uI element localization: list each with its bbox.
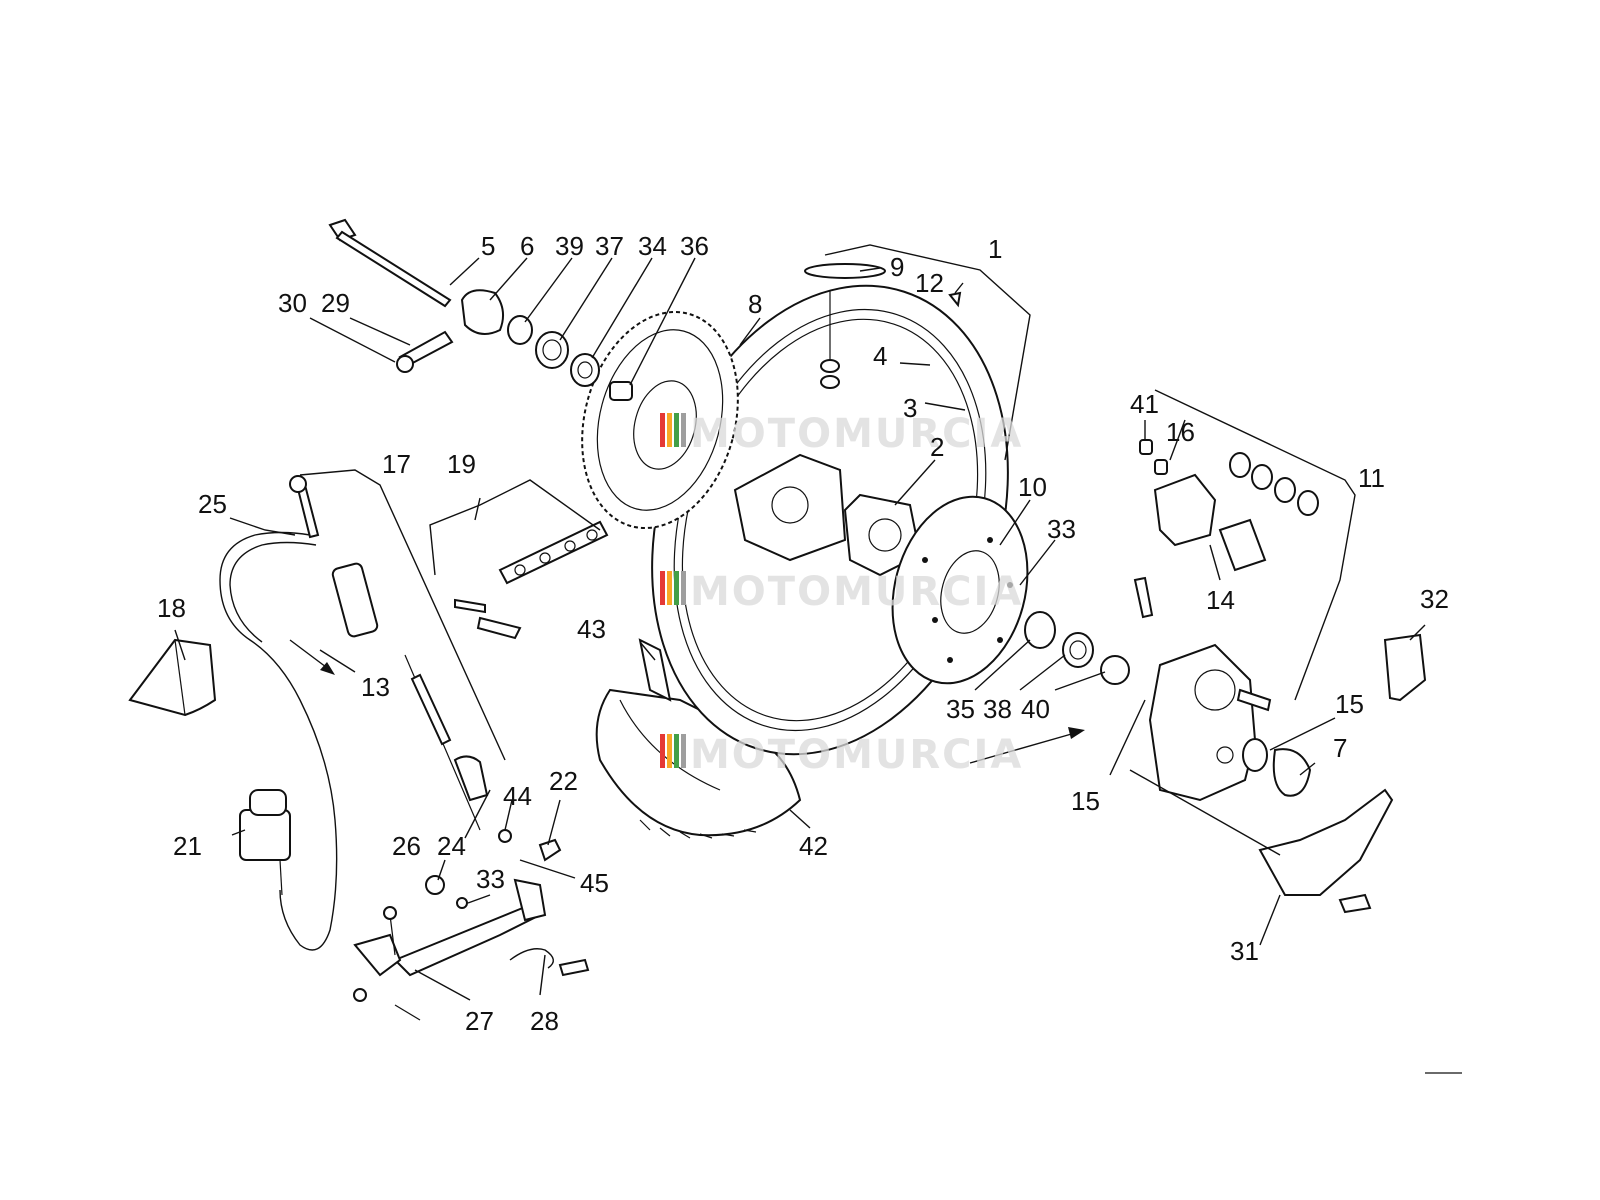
master-cylinder	[289, 475, 489, 831]
callout-25: 25	[198, 489, 227, 519]
brake-pedal	[353, 878, 547, 1021]
callout-16: 16	[1166, 417, 1195, 447]
tyre-valve	[804, 263, 962, 389]
callout-33-disc: 33	[1047, 514, 1076, 544]
callout-17: 17	[382, 449, 411, 479]
screw-nut	[396, 330, 454, 373]
callout-28: 28	[530, 1006, 559, 1036]
fluid-reservoir	[239, 789, 291, 896]
callout-40: 40	[1021, 694, 1050, 724]
brake-caliper	[1139, 439, 1319, 572]
callout-31: 31	[1230, 936, 1259, 966]
callout-35: 35	[946, 694, 975, 724]
watermark-text: MOTOMURCIA	[690, 732, 1023, 778]
callout-14: 14	[1206, 585, 1235, 615]
pedal-spring	[509, 948, 590, 977]
callout-44: 44	[503, 781, 532, 811]
callout-29: 29	[321, 288, 350, 318]
tool-bag	[128, 638, 217, 717]
callout-22: 22	[549, 766, 578, 796]
callout-41: 41	[1130, 389, 1159, 419]
callout-18: 18	[157, 593, 186, 623]
callout-labels: 1 2 3 4 5 6 7 8 9 10 11 12 13 14 15 15 1…	[157, 231, 1449, 1036]
callout-26: 26	[392, 831, 421, 861]
callout-3: 3	[903, 393, 917, 423]
callout-30: 30	[278, 288, 307, 318]
leader-lines	[174, 244, 1426, 1001]
callout-37: 37	[595, 231, 624, 261]
caliper-carrier	[1133, 576, 1272, 802]
callout-8: 8	[748, 289, 762, 319]
small-pins	[425, 829, 562, 909]
parts-drawing	[128, 218, 1427, 1021]
chain-guide	[1383, 633, 1427, 702]
callout-5: 5	[481, 231, 495, 261]
callout-15-lower: 15	[1071, 786, 1100, 816]
callout-21: 21	[173, 831, 202, 861]
callout-36: 36	[680, 231, 709, 261]
callout-42: 42	[799, 831, 828, 861]
callout-15-upper: 15	[1335, 689, 1364, 719]
callout-45: 45	[580, 868, 609, 898]
callout-39: 39	[555, 231, 584, 261]
callout-32: 32	[1420, 584, 1449, 614]
brake-disc	[891, 495, 1029, 685]
callout-10: 10	[1018, 472, 1047, 502]
callout-1: 1	[988, 234, 1002, 264]
callout-27: 27	[465, 1006, 494, 1036]
callout-13: 13	[361, 672, 390, 702]
rim-tape	[638, 638, 672, 702]
watermarks: MOTOMURCIA MOTOMURCIA MOTOMURCIA	[660, 411, 1023, 778]
callout-2: 2	[930, 432, 944, 462]
axle	[328, 218, 452, 308]
callout-34: 34	[638, 231, 667, 261]
callout-43: 43	[577, 614, 606, 644]
callout-12: 12	[915, 268, 944, 298]
callout-9: 9	[890, 252, 904, 282]
direction-arrows	[289, 639, 1085, 764]
hub	[733, 453, 922, 577]
callout-33-pedal: 33	[476, 864, 505, 894]
chain	[454, 520, 609, 640]
callout-6: 6	[520, 231, 534, 261]
brake-hose	[219, 531, 338, 951]
callout-11: 11	[1358, 463, 1385, 493]
disc-guard	[1258, 788, 1394, 914]
callout-7: 7	[1333, 733, 1347, 763]
callout-38: 38	[983, 694, 1012, 724]
spacers-bearings-left	[460, 289, 633, 401]
spacers-bearings-right	[1024, 611, 1312, 797]
watermark-text: MOTOMURCIA	[690, 411, 1023, 457]
callout-4: 4	[873, 341, 887, 371]
callout-19: 19	[447, 449, 476, 479]
watermark-text: MOTOMURCIA	[690, 569, 1023, 615]
callout-24: 24	[437, 831, 466, 861]
